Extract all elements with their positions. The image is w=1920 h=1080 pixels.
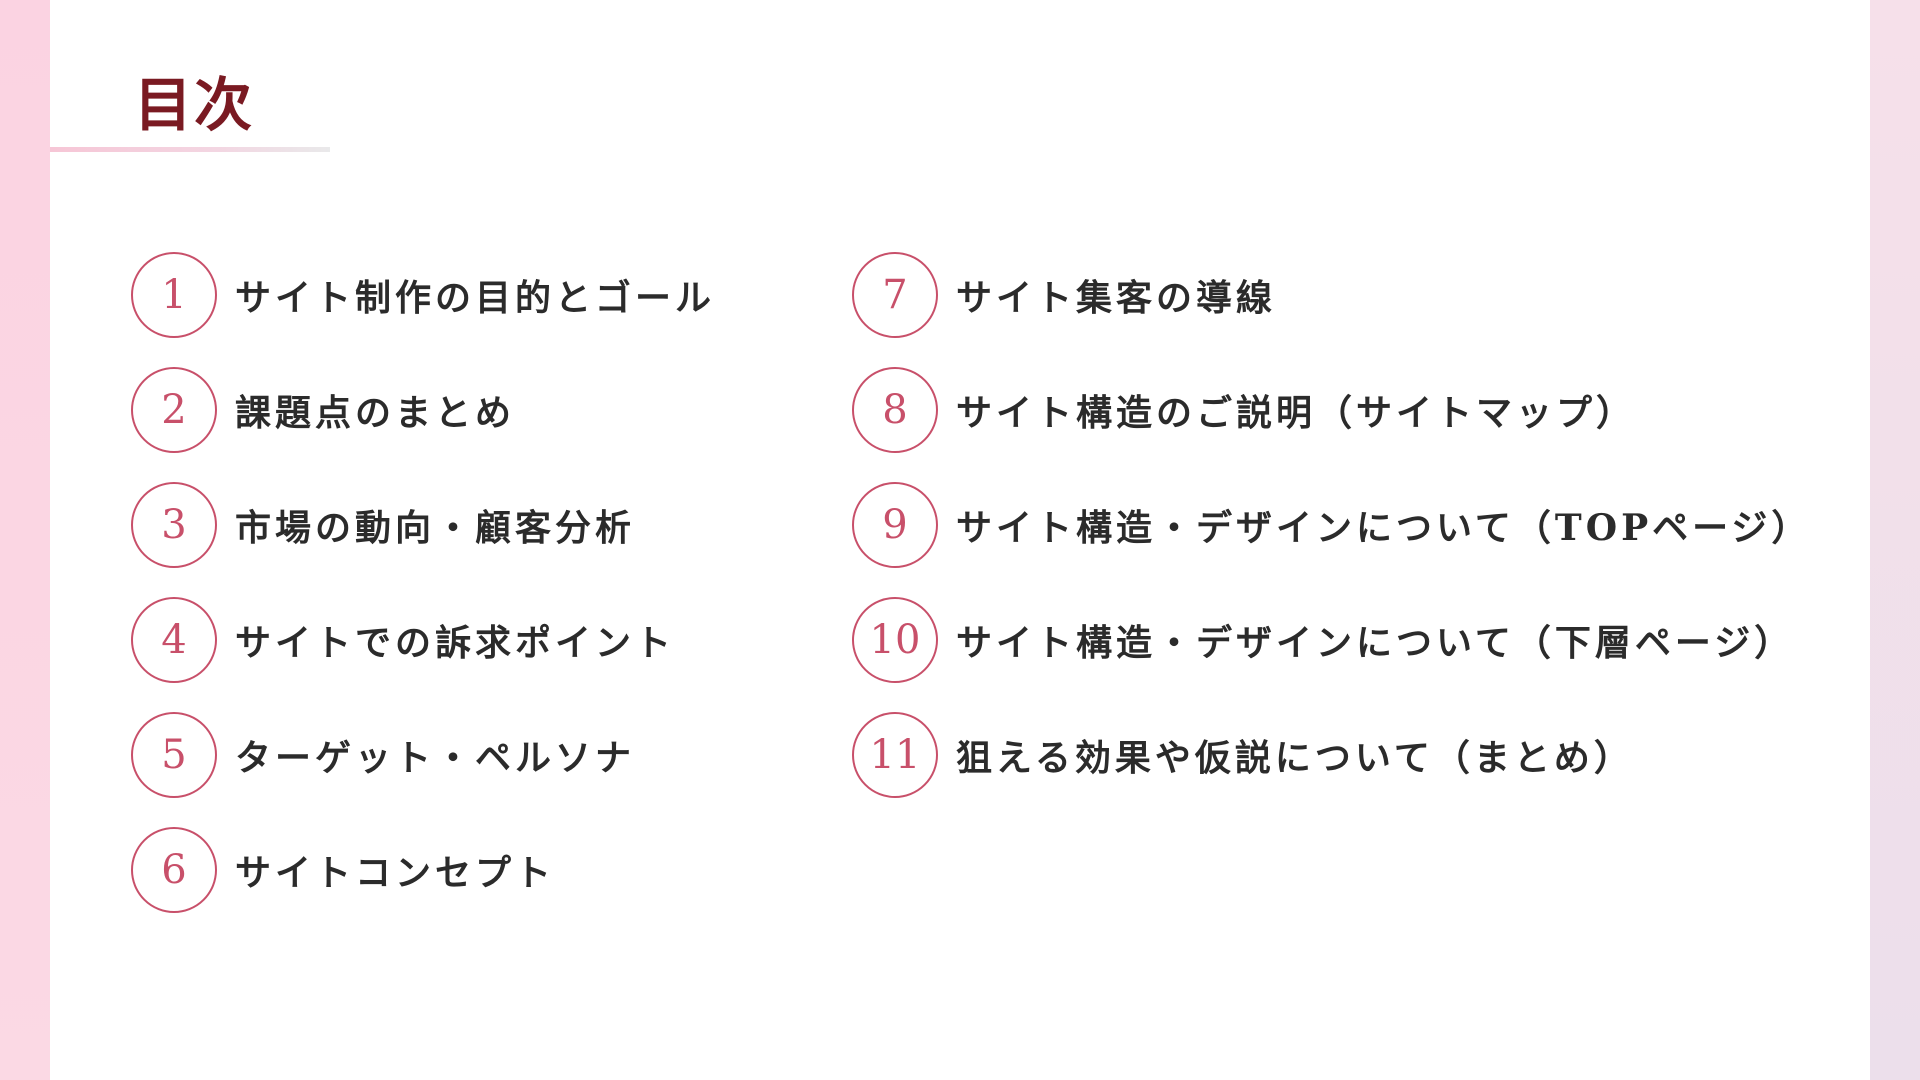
item-label: ターゲット・ペルソナ <box>235 737 636 779</box>
item-number-circle: 10 <box>852 597 938 683</box>
item-label: サイト構造のご説明（サイトマップ） <box>956 392 1637 434</box>
toc-item[interactable]: 6 サイトコンセプト <box>131 825 555 915</box>
toc-item[interactable]: 3 市場の動向・顧客分析 <box>131 480 635 570</box>
item-label: 市場の動向・顧客分析 <box>235 507 636 549</box>
item-label: サイトコンセプト <box>235 852 556 894</box>
toc-item[interactable]: 7 サイト集客の導線 <box>852 250 1276 340</box>
item-label: 課題点のまとめ <box>235 392 516 434</box>
item-label: サイト制作の目的とゴール <box>235 277 716 319</box>
toc-item[interactable]: 11 狙える効果や仮説について（まとめ） <box>852 710 1634 800</box>
toc-item[interactable]: 10 サイト構造・デザインについて（下層ページ） <box>852 595 1794 685</box>
item-number-circle: 5 <box>131 712 217 798</box>
item-number-circle: 8 <box>852 367 938 453</box>
page-title: 目次 <box>134 71 255 139</box>
item-label: サイト構造・デザインについて（下層ページ） <box>956 622 1795 664</box>
item-label: サイトでの訴求ポイント <box>235 622 676 664</box>
item-number-circle: 6 <box>131 827 217 913</box>
item-number-circle: 3 <box>131 482 217 568</box>
item-number-circle: 9 <box>852 482 938 568</box>
item-number-circle: 1 <box>131 252 217 338</box>
toc-item[interactable]: 4 サイトでの訴求ポイント <box>131 595 675 685</box>
toc-item[interactable]: 2 課題点のまとめ <box>131 365 515 455</box>
right-decorative-band <box>1870 0 1920 1080</box>
item-number-circle: 7 <box>852 252 938 338</box>
item-number-circle: 4 <box>131 597 217 683</box>
left-decorative-band <box>0 0 50 1080</box>
item-label: サイト構造・デザインについて（TOPページ） <box>956 507 1812 549</box>
toc-item[interactable]: 8 サイト構造のご説明（サイトマップ） <box>852 365 1636 455</box>
item-number-circle: 11 <box>852 712 938 798</box>
toc-item[interactable]: 1 サイト制作の目的とゴール <box>131 250 715 340</box>
item-label: サイト集客の導線 <box>956 277 1277 319</box>
item-number-circle: 2 <box>131 367 217 453</box>
toc-item[interactable]: 9 サイト構造・デザインについて（TOPページ） <box>852 480 1811 570</box>
title-underline <box>50 147 330 152</box>
item-label: 狙える効果や仮説について（まとめ） <box>956 737 1634 779</box>
toc-item[interactable]: 5 ターゲット・ペルソナ <box>131 710 635 800</box>
